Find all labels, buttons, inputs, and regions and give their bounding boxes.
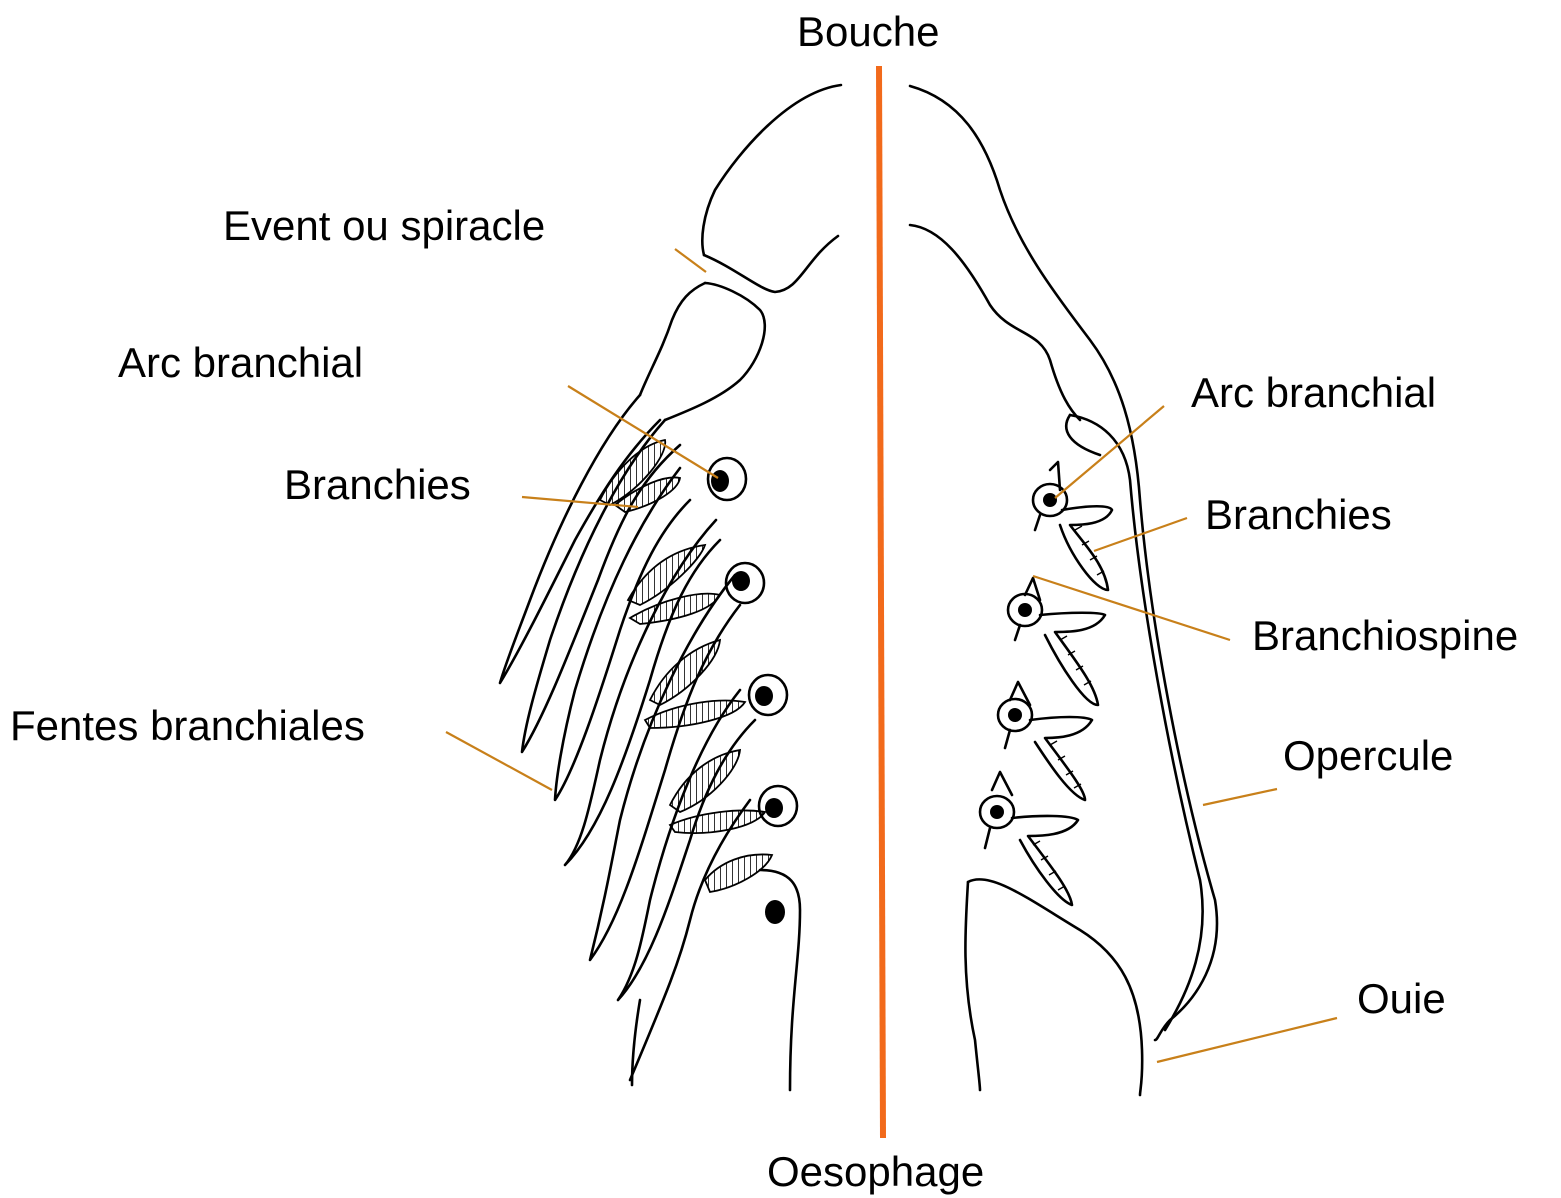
label-ouie: Ouie — [1357, 978, 1446, 1020]
label-branchiospine: Branchiospine — [1252, 615, 1518, 657]
label-arc-branchial-left: Arc branchial — [118, 342, 363, 384]
branchies-right-leader — [1094, 518, 1187, 551]
mouth-esophagus-axis — [879, 66, 883, 1138]
opercule-leader — [1203, 789, 1277, 805]
right-head-outline — [910, 86, 1217, 1095]
right-gill-arches — [980, 462, 1112, 905]
label-branchies-left: Branchies — [284, 464, 471, 506]
arc-right-leader — [1055, 406, 1164, 498]
left-gill-arches — [708, 458, 797, 924]
left-head-outline — [640, 85, 841, 420]
ouie-leader — [1157, 1018, 1337, 1062]
label-bouche: Bouche — [797, 11, 939, 53]
left-gill-filaments — [600, 440, 772, 892]
branchiospine-leader — [1033, 576, 1230, 640]
fentes-leader — [446, 732, 552, 790]
label-arc-branchial-right: Arc branchial — [1191, 372, 1436, 414]
label-opercule: Opercule — [1283, 735, 1453, 777]
label-event-spiracle: Event ou spiracle — [223, 205, 545, 247]
label-oesophage: Oesophage — [767, 1151, 984, 1193]
label-branchies-right: Branchies — [1205, 494, 1392, 536]
spiracle-leader — [675, 249, 706, 272]
label-fentes-branchiales: Fentes branchiales — [10, 705, 365, 747]
